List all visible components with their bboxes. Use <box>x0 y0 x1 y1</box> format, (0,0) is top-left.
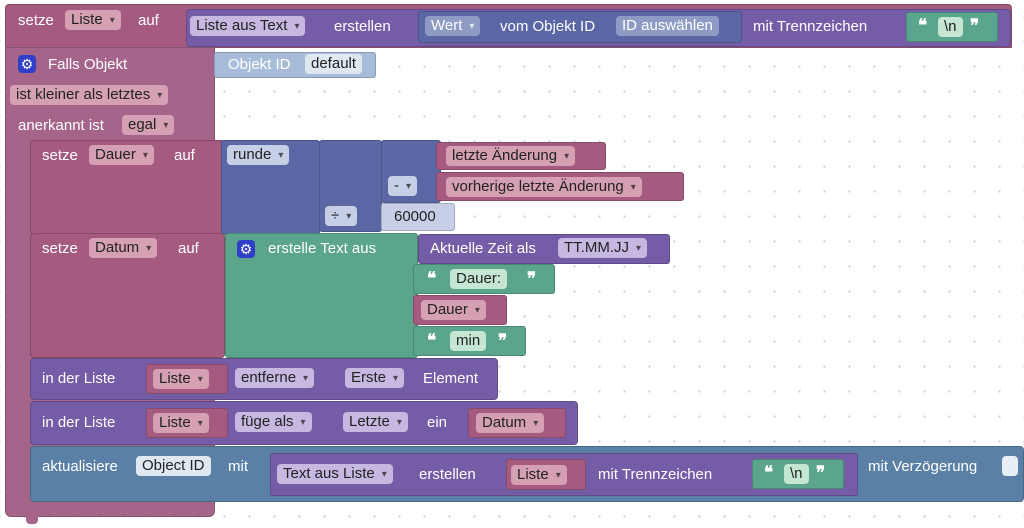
add-action-dropdown[interactable]: füge als <box>235 412 312 432</box>
open-quote-icon: ❝ <box>918 16 928 35</box>
divide-operator-dropdown[interactable]: ÷ <box>325 206 358 226</box>
add-ein-label: ein <box>427 414 448 431</box>
update-object-id-field[interactable]: Object ID <box>136 456 211 476</box>
list-sep-label: mit Trennzeichen <box>753 18 868 35</box>
object-id-value-field[interactable]: default <box>305 54 363 74</box>
update-label: aktualisiere <box>42 458 118 475</box>
divisor-block[interactable] <box>381 203 455 231</box>
current-time-label: Aktuelle Zeit als <box>430 240 536 257</box>
remove-which-dropdown[interactable]: Erste <box>345 368 405 388</box>
compare-dropdown[interactable]: ist kleiner als letztes <box>10 85 169 105</box>
set-list-var-dropdown[interactable]: Liste <box>65 10 121 30</box>
create-text-label: erstelle Text aus <box>268 240 377 257</box>
if-object-label: Falls Objekt <box>48 56 128 73</box>
list-add-label: in der Liste <box>42 414 116 431</box>
set-list-to-label: auf <box>138 12 159 29</box>
set-datum-label: setze <box>42 240 78 257</box>
ack-label: anerkannt ist <box>18 117 104 134</box>
list-remove-var-dropdown[interactable]: Liste <box>153 369 209 389</box>
ack-dropdown[interactable]: egal <box>122 115 175 135</box>
open-quote-icon: ❝ <box>427 269 437 288</box>
bottom-notch <box>26 516 38 524</box>
text-from-list-dropdown[interactable]: Text aus Liste <box>277 464 393 484</box>
update-sep-label: mit Trennzeichen <box>598 466 713 483</box>
delay-checkbox[interactable] <box>1002 456 1018 476</box>
remove-element-label: Element <box>423 370 479 387</box>
close-quote-icon: ❞ <box>527 269 537 288</box>
list-remove-label: in der Liste <box>42 370 116 387</box>
divisor-field[interactable]: 60000 <box>394 208 436 225</box>
object-id-label: Objekt ID <box>228 56 291 73</box>
remove-action-dropdown[interactable]: entferne <box>235 368 315 388</box>
open-quote-icon: ❝ <box>427 331 437 350</box>
list-create-label: erstellen <box>334 18 391 35</box>
update-sep-field[interactable]: \n <box>784 464 809 484</box>
round-dropdown[interactable]: runde <box>227 145 290 165</box>
delay-label: mit Verzögerung <box>868 458 978 475</box>
from-object-label: vom Objekt ID <box>500 18 596 35</box>
text-dauer-field[interactable]: Dauer: <box>450 269 508 289</box>
close-quote-icon: ❞ <box>970 16 980 35</box>
set-list-label: setze <box>18 12 54 29</box>
time-format-dropdown[interactable]: TT.MM.JJ <box>558 238 648 258</box>
set-dauer-var-dropdown[interactable]: Dauer <box>89 145 154 165</box>
prev-change-dropdown[interactable]: vorherige letzte Änderung <box>446 177 642 197</box>
value-dropdown[interactable]: Wert <box>425 16 481 36</box>
close-quote-icon: ❞ <box>816 463 826 482</box>
add-which-dropdown[interactable]: Letzte <box>343 412 408 432</box>
set-dauer-to-label: auf <box>174 147 195 164</box>
list-from-text-dropdown[interactable]: Liste aus Text <box>190 16 306 36</box>
gear-icon[interactable]: ⚙ <box>237 240 255 258</box>
id-select-field[interactable]: ID auswählen <box>616 16 719 36</box>
update-with-label: mit <box>228 458 248 475</box>
gear-icon[interactable]: ⚙ <box>18 55 36 73</box>
update-list-var-dropdown[interactable]: Liste <box>511 465 567 485</box>
text-min-field[interactable]: min <box>450 331 487 351</box>
set-datum-var-dropdown[interactable]: Datum <box>89 238 158 258</box>
last-change-dropdown[interactable]: letzte Änderung <box>446 146 576 166</box>
sep-text-field[interactable]: \n <box>938 17 963 37</box>
minus-operator-dropdown[interactable]: - <box>388 176 418 196</box>
update-create-label: erstellen <box>419 466 476 483</box>
open-quote-icon: ❝ <box>764 463 774 482</box>
close-quote-icon: ❞ <box>498 331 508 350</box>
list-add-item-dropdown[interactable]: Datum <box>476 413 545 433</box>
var-dauer-dropdown[interactable]: Dauer <box>421 300 486 320</box>
list-add-var-dropdown[interactable]: Liste <box>153 413 209 433</box>
set-dauer-label: setze <box>42 147 78 164</box>
create-text-block[interactable] <box>225 233 418 358</box>
set-datum-to-label: auf <box>178 240 199 257</box>
